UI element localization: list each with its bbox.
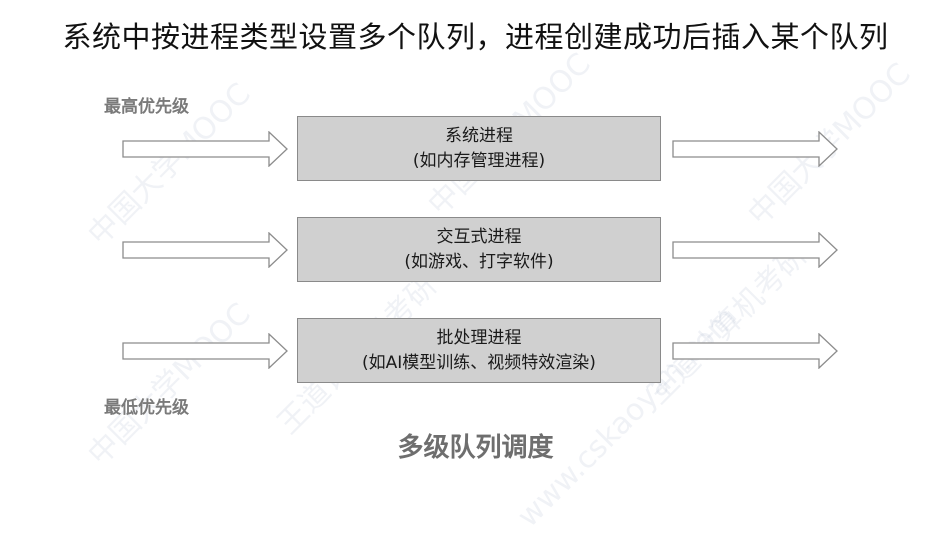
outgoing-arrow-icon	[672, 131, 838, 167]
queue-box-interactive: 交互式进程 (如游戏、打字软件)	[297, 217, 661, 282]
queue-box-system: 系统进程 (如内存管理进程)	[297, 116, 661, 181]
outgoing-arrow-icon	[672, 232, 838, 268]
queue-example: (如AI模型训练、视频特效渲染)	[362, 352, 596, 373]
queue-example: (如内存管理进程)	[412, 150, 546, 171]
diagram-caption: 多级队列调度	[397, 433, 554, 463]
outgoing-arrow-icon	[672, 333, 838, 369]
lowest-priority-label: 最低优先级	[104, 398, 189, 418]
incoming-arrow-icon	[122, 333, 288, 369]
highest-priority-label: 最高优先级	[104, 97, 189, 117]
incoming-arrow-icon	[122, 232, 288, 268]
queue-example: (如游戏、打字软件)	[404, 251, 554, 272]
slide-title: 系统中按进程类型设置多个队列，进程创建成功后插入某个队列	[62, 20, 889, 54]
incoming-arrow-icon	[122, 131, 288, 167]
queue-name: 批处理进程	[436, 327, 522, 348]
queue-name: 交互式进程	[436, 226, 522, 247]
queue-box-batch: 批处理进程 (如AI模型训练、视频特效渲染)	[297, 318, 661, 383]
queue-name: 系统进程	[445, 125, 513, 146]
